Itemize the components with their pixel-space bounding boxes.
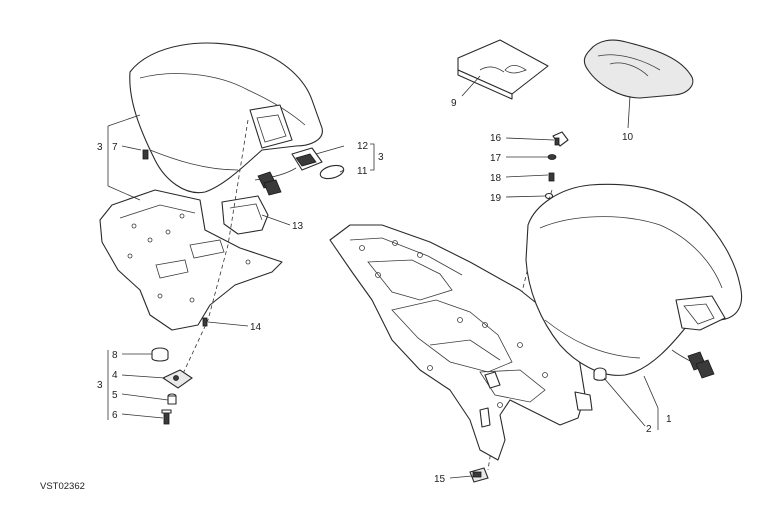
callout-18: 18 — [490, 173, 502, 184]
callout-13: 13 — [292, 221, 304, 232]
wiring-harness-upper — [254, 167, 297, 196]
callout-3-right: 3 — [378, 152, 384, 163]
screw-part-6 — [161, 409, 172, 425]
seat-support-plate — [99, 189, 283, 331]
callout-17: 17 — [490, 153, 502, 164]
callout-1: 1 — [666, 414, 672, 425]
lock-bracket-part-13 — [221, 195, 269, 235]
screw-part-7 — [142, 149, 149, 160]
lock-barrel-part-16 — [552, 131, 569, 147]
callout-8: 8 — [112, 350, 118, 361]
callout-15: 15 — [434, 474, 446, 485]
callout-4: 4 — [112, 370, 118, 381]
manual-part-9 — [457, 39, 549, 100]
document-folder-part-10 — [583, 39, 694, 99]
passenger-seat — [129, 42, 323, 194]
spring-part-18 — [548, 172, 555, 182]
callout-10: 10 — [622, 132, 634, 143]
diagram-code: VST02362 — [40, 481, 85, 492]
callout-16: 16 — [490, 133, 502, 144]
callout-9: 9 — [451, 98, 457, 109]
callout-2: 2 — [646, 424, 652, 435]
callout-labels: 1 2 3 3 3 4 5 6 7 8 9 10 11 12 13 14 15 … — [97, 98, 672, 485]
washer-part-4 — [161, 369, 193, 389]
callout-19: 19 — [490, 193, 502, 204]
connector-part-12 — [291, 147, 323, 171]
callout-3-upper: 3 — [97, 142, 103, 153]
cover-part-11 — [319, 164, 345, 180]
rider-seat — [525, 183, 743, 376]
callout-6: 6 — [112, 410, 118, 421]
callout-5: 5 — [112, 390, 118, 401]
washer-part-17 — [547, 154, 557, 160]
rubber-stop-part-2 — [593, 367, 607, 381]
connector-part-15 — [469, 467, 489, 483]
bolt-part-14 — [202, 317, 208, 327]
callout-14: 14 — [250, 322, 262, 333]
rear-subframe — [329, 224, 593, 461]
callout-7: 7 — [112, 142, 118, 153]
callout-3-lower: 3 — [97, 380, 103, 391]
wiring-harness-rider — [671, 349, 715, 379]
callout-11: 11 — [357, 166, 368, 177]
leader-lines — [107, 75, 659, 479]
spacer-part-5 — [167, 393, 177, 405]
rubber-stop-part-8 — [151, 347, 169, 362]
callout-12: 12 — [357, 141, 369, 152]
